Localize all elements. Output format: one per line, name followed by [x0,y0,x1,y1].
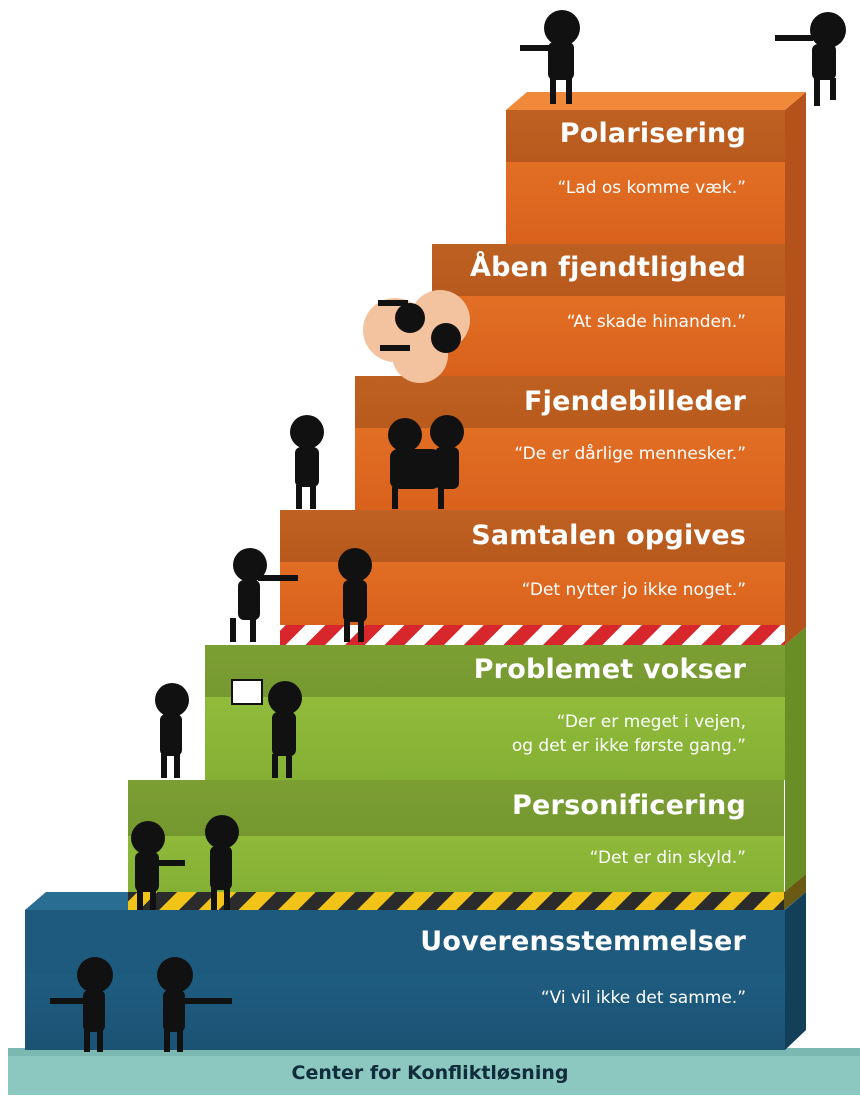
step-1-top-band [25,910,785,974]
figure-hands-on-hips [338,548,372,642]
step-1-title: Uoverensstemmelser [420,926,746,957]
figure-with-sign [231,679,302,778]
step-3-block [205,645,785,780]
step-5-title: Fjendebilleder [523,386,746,417]
top-step-cap [506,92,806,110]
step-3-title: Problemet vokser [473,654,746,685]
step-1-side [785,892,806,1050]
hazard-stripe-yellow [128,892,784,910]
step-7-title: Polarisering [559,118,746,149]
fighting-cloud [363,290,470,383]
figure-jumping-away [775,12,846,106]
figure-whispering-pair [388,415,464,509]
hazard-stripe-red [280,625,785,645]
step-7-quote: “Lad os komme væk.” [557,178,746,198]
organization-footer: Center for Konfliktløsning [291,1062,569,1084]
figure-standing-green [155,683,189,778]
step-2-quote: “Det er din skyld.” [589,848,746,868]
step-6-title: Åben fjendtlighed [469,252,746,283]
figure-pointing-1 [50,957,113,1052]
figure-waving [230,548,298,642]
figure-walking-away [520,10,580,104]
figure-worried [290,415,324,509]
ground-slab-top [8,1048,860,1056]
step-6-block [432,244,785,376]
step-4-title: Samtalen opgives [471,520,746,551]
orange-side [785,92,806,645]
figure-arguing-1 [131,821,185,910]
step-1-quote: “Vi vil ikke det samme.” [540,988,746,1008]
step-4-quote: “Det nytter jo ikke noget.” [521,580,746,600]
hazard-stripe-yellow-side [784,874,806,910]
step-5-quote: “De er dårlige mennesker.” [514,444,746,464]
step-7-block [506,110,785,244]
step-3-quote: “Der er meget i vejen, og det er ikke fø… [511,712,746,756]
figure-pointing-2 [157,957,232,1052]
figure-arguing-2 [205,815,239,910]
green-side [785,627,806,892]
step-6-quote: “At skade hinanden.” [566,312,746,332]
step-2-title: Personificering [512,790,746,821]
figures [50,10,846,1052]
